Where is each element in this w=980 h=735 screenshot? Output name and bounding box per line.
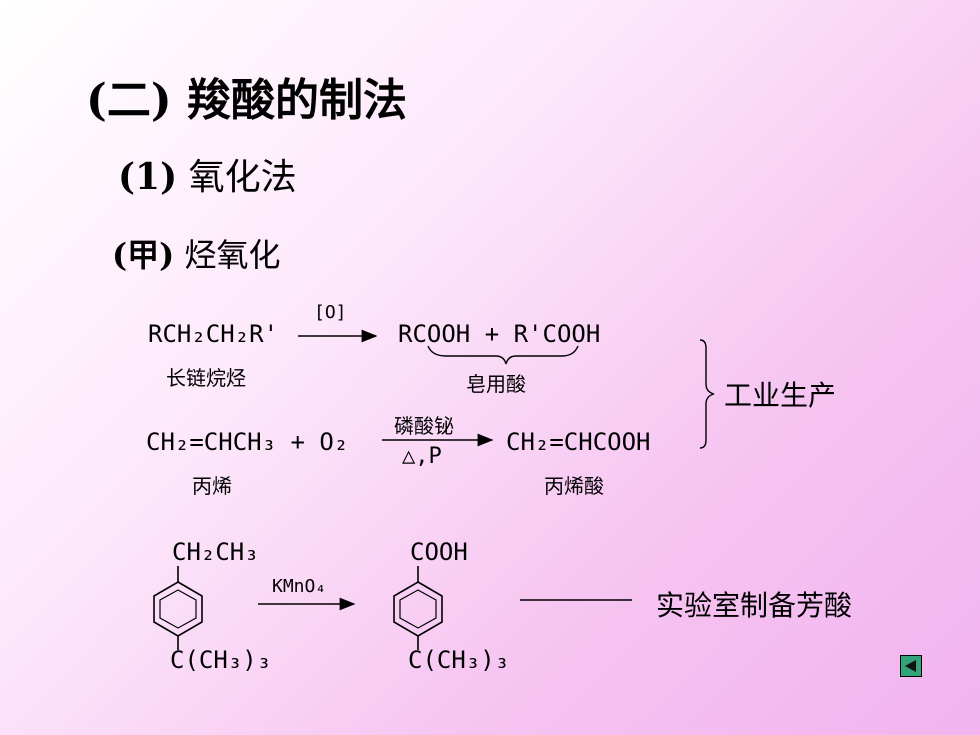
reaction1-product: RCOOH + R'COOH <box>398 320 601 348</box>
subsection-number: (甲) <box>112 236 175 274</box>
reaction3-product-bottom: C(CH₃)₃ <box>408 646 510 674</box>
subsection-heading: (甲) 烃氧化 <box>112 230 280 276</box>
reaction2-condition-bottom: △,P <box>402 444 442 469</box>
subsection-text: 烃氧化 <box>184 236 281 274</box>
reaction2-product: CH₂=CHCOOH <box>506 428 651 456</box>
reaction2-reactant-label: 丙烯 <box>192 474 232 498</box>
reaction3-reactant-top: CH₂CH₃ <box>172 538 259 566</box>
reaction2-condition-top: 磷酸铋 <box>394 414 454 438</box>
section-heading: (1) 氧化法 <box>118 148 297 200</box>
reaction2-product-label: 丙烯酸 <box>544 474 604 498</box>
reaction3-reagent: KMnO₄ <box>272 576 327 597</box>
section-number: (1) <box>118 156 178 198</box>
reaction1-product-label: 皂用酸 <box>466 372 526 396</box>
industry-brace <box>699 339 715 449</box>
slide-title: (二) 羧酸的制法 <box>86 75 407 126</box>
back-arrow-icon[interactable] <box>900 655 922 677</box>
reaction1-condition: [O] <box>314 302 347 323</box>
industry-label: 工业生产 <box>724 379 837 412</box>
reaction1-reactant: RCH₂CH₂R' <box>148 320 279 348</box>
reaction3-reactant-bottom: C(CH₃)₃ <box>170 646 272 674</box>
reaction1-reactant-label: 长链烷烃 <box>166 366 246 390</box>
reaction3-note: 实验室制备芳酸 <box>656 589 853 622</box>
reaction3-product-top: COOH <box>410 538 468 566</box>
benzene-ring-2 <box>393 566 443 650</box>
section-text: 氧化法 <box>188 157 297 198</box>
benzene-ring-1 <box>153 566 203 650</box>
reaction2-reactant: CH₂=CHCH₃ + O₂ <box>146 428 349 456</box>
reaction1-underbrace <box>427 345 579 365</box>
